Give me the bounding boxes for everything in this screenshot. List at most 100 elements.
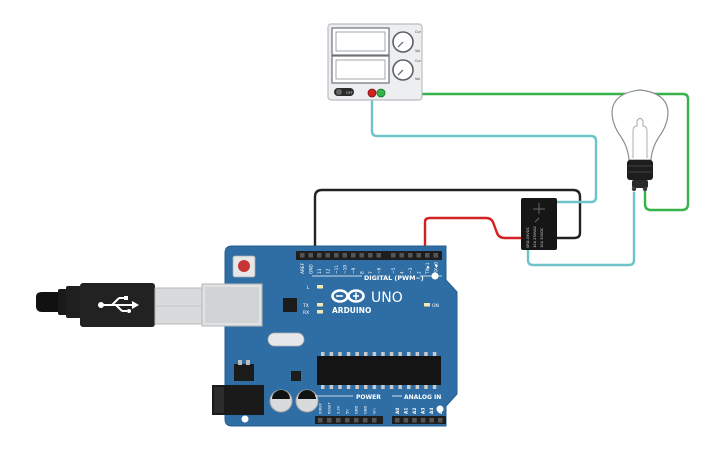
analog-pin-label: A5 bbox=[438, 408, 444, 414]
usb-chip bbox=[283, 298, 297, 312]
analog-pin-label: A3 bbox=[421, 408, 427, 414]
brand-label: ARDUINO bbox=[332, 306, 371, 315]
header-pin[interactable] bbox=[342, 253, 348, 258]
chip-pins-bottom bbox=[321, 385, 437, 389]
power-pin-label: GND bbox=[364, 406, 368, 414]
led-l-label: L bbox=[307, 285, 310, 291]
header-pin[interactable] bbox=[368, 253, 373, 258]
chip-pin bbox=[398, 352, 402, 356]
positive-terminal[interactable] bbox=[376, 88, 386, 98]
chip-pin bbox=[329, 352, 334, 356]
relay[interactable]: SRD-05VDC 10A 250VAC 10A 30VDC bbox=[521, 198, 557, 250]
header-pin[interactable] bbox=[325, 253, 331, 258]
knob1-top-label: Cur bbox=[415, 30, 422, 34]
chip-pin bbox=[398, 385, 402, 389]
voltage-regulator bbox=[234, 364, 254, 381]
usb-cable[interactable] bbox=[36, 283, 204, 327]
header-pin[interactable] bbox=[420, 418, 426, 423]
header-pin[interactable] bbox=[308, 253, 314, 258]
chip-pin bbox=[321, 352, 325, 356]
power-pin-label: IOREF bbox=[319, 403, 323, 414]
arduino-logo-icon bbox=[331, 289, 365, 303]
power-pin-label: GND bbox=[355, 406, 359, 414]
chip-pin bbox=[355, 352, 359, 356]
pin-label: ~3 bbox=[408, 267, 414, 274]
chip-pin bbox=[407, 352, 411, 356]
relay-text-2: 10A 250VAC bbox=[533, 225, 537, 248]
light-bulb[interactable] bbox=[611, 89, 669, 192]
atmega-chip bbox=[317, 356, 441, 385]
pin-label: 2 bbox=[416, 271, 422, 274]
cyan-wire-supply-to-relay[interactable] bbox=[370, 94, 598, 204]
header-pin[interactable] bbox=[403, 418, 409, 423]
header-pin[interactable] bbox=[425, 253, 430, 258]
header-pin[interactable] bbox=[318, 418, 323, 423]
header-pin[interactable] bbox=[412, 418, 417, 423]
bulb-filament bbox=[632, 118, 648, 158]
led-on bbox=[424, 303, 430, 307]
chip-pin bbox=[381, 385, 385, 389]
bulb-terminal-1[interactable] bbox=[631, 186, 637, 192]
header-pin[interactable] bbox=[438, 418, 443, 423]
pin-label: 4 bbox=[399, 271, 405, 274]
capacitor-1 bbox=[269, 389, 293, 413]
header-pin[interactable] bbox=[372, 418, 377, 423]
header-pin[interactable] bbox=[429, 418, 434, 423]
chip-pin bbox=[432, 385, 437, 389]
chip-pin bbox=[372, 352, 377, 356]
pin-label: 12 bbox=[325, 268, 331, 274]
header-pin[interactable] bbox=[399, 253, 405, 258]
chip-pin bbox=[321, 385, 325, 389]
header-pin[interactable] bbox=[433, 253, 439, 258]
bulb-terminal-2[interactable] bbox=[642, 186, 648, 192]
header-pin[interactable] bbox=[327, 418, 332, 423]
header-pin[interactable] bbox=[317, 253, 322, 258]
header-pin[interactable] bbox=[345, 418, 350, 423]
green-wire-supply-to-bulb[interactable] bbox=[381, 92, 690, 212]
pin-label: ~9 bbox=[351, 267, 357, 274]
black-wire-gnd-to-relay[interactable] bbox=[313, 188, 582, 253]
pin-label: ~11 bbox=[334, 265, 340, 274]
chip-pin bbox=[338, 385, 342, 389]
chip-pin bbox=[364, 352, 368, 356]
bottom-header-pins bbox=[318, 418, 443, 423]
header-pin[interactable] bbox=[416, 253, 422, 258]
header-pin[interactable] bbox=[408, 253, 413, 258]
model-label: UNO bbox=[371, 290, 403, 306]
header-pin[interactable] bbox=[354, 418, 359, 423]
chip-pin bbox=[381, 352, 385, 356]
header-pin[interactable] bbox=[334, 253, 339, 258]
relay-text-1: SRD-05VDC bbox=[526, 226, 530, 248]
capacitor-2 bbox=[295, 389, 319, 413]
power-pin-label: RESET bbox=[328, 402, 332, 414]
bulb-glass bbox=[611, 89, 669, 161]
negative-terminal[interactable] bbox=[367, 88, 377, 98]
power-pin-label: 3.3V bbox=[337, 405, 341, 414]
cyan-wire-relay-to-bulb[interactable] bbox=[526, 192, 636, 267]
header-pin[interactable] bbox=[359, 253, 365, 258]
header-pin[interactable] bbox=[336, 418, 341, 423]
header-pin[interactable] bbox=[376, 253, 382, 258]
analog-header bbox=[392, 416, 446, 424]
power-supply[interactable]: Cur Vol Cur Vol OFF bbox=[327, 23, 423, 101]
pin-label: 7 bbox=[368, 271, 374, 274]
header-pin[interactable] bbox=[300, 253, 305, 258]
top-header-pins bbox=[300, 253, 438, 258]
header-pin[interactable] bbox=[351, 253, 356, 258]
relay-text-3: 10A 30VDC bbox=[540, 227, 544, 248]
header-pin[interactable] bbox=[395, 418, 400, 423]
small-chip bbox=[291, 371, 301, 381]
header-pin[interactable] bbox=[391, 253, 396, 258]
knob2-top-label: Cur bbox=[415, 59, 422, 63]
chip-pin bbox=[364, 385, 368, 389]
pin-label: RX◀0 bbox=[433, 262, 439, 274]
pin-label: 13 bbox=[317, 268, 323, 274]
pin-label: TX▶1 bbox=[425, 262, 431, 275]
chip-pin bbox=[424, 385, 428, 389]
header-pin[interactable] bbox=[363, 418, 368, 423]
chip-pin bbox=[355, 385, 359, 389]
red-wire-pin2-to-relay[interactable] bbox=[423, 216, 526, 253]
pin-label: GND bbox=[308, 263, 314, 274]
